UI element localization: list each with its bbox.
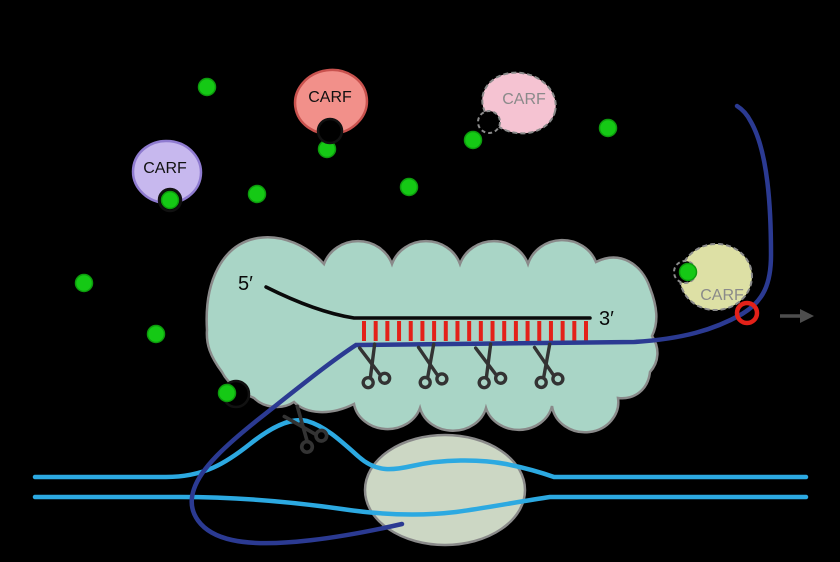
coa-dots [74,77,618,344]
dna-strand-top [32,417,809,480]
dna-strand-bottom [32,494,809,517]
three-prime-label: 3′ [599,308,614,330]
carf-label: CARF [700,287,744,304]
coa-molecule-dot [74,273,94,293]
carf-label: CARF [502,91,546,108]
stop-ring-icon [734,300,760,326]
arrow-right-icon [780,309,814,323]
coa-dots-bound [160,190,698,403]
rna-duplex-ladder: 5′ 3′ [238,273,614,341]
coa-molecule-dot [160,190,180,210]
target-rna-strand [189,103,774,546]
crrna-strand [264,285,592,320]
carf-label: CARF [143,160,187,177]
coa-molecule-dot [247,184,267,204]
coa-molecule-dot [463,130,483,150]
carf-protein-purple: CARF [131,139,203,213]
effector-complex [205,235,659,434]
base-pair-rungs [362,321,588,341]
carf-pink-binding-pocket [477,110,501,134]
five-prime-label: 5′ [238,273,253,295]
carf-protein-red: CARF [293,68,369,145]
coa-molecule-dot [598,118,618,138]
carf-protein-pink-body [481,71,557,135]
coa-molecule-dot [197,77,217,97]
carf-protein-pink: CARF [477,71,557,135]
coa-molecule-dot [217,383,237,403]
carf-label: CARF [308,89,352,106]
coa-molecule-dot [399,177,419,197]
effector-complex-body [205,235,659,434]
carf-red-binding-pocket [316,117,344,145]
coa-molecule-dot [678,262,698,282]
coa-molecule-dot [146,324,166,344]
